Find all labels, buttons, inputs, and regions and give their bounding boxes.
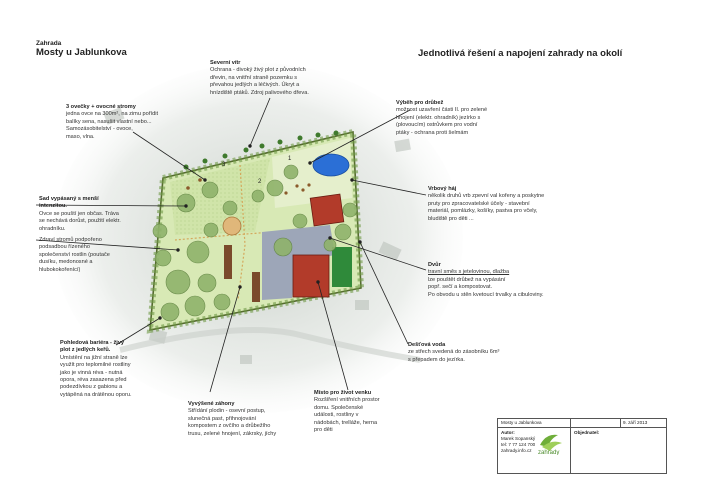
annotation-vybeh: Výběh pro drůbež možnost uzavření části … bbox=[396, 100, 488, 136]
garden-path bbox=[237, 164, 246, 301]
annotation-sad: Sad vypásaný s menší intenzitou. Ovce se… bbox=[39, 196, 121, 273]
road-surrounding bbox=[119, 327, 421, 363]
raised-bed bbox=[224, 245, 232, 279]
svg-text:1: 1 bbox=[288, 156, 292, 162]
tb-client-label: Objednatel: bbox=[574, 430, 600, 435]
tb-web: zahrady.info.cz bbox=[501, 448, 532, 453]
svg-text:zahrady: zahrady bbox=[538, 450, 559, 455]
zahrady-logo: zahrady bbox=[536, 431, 566, 456]
plan-number-labels: 1 2 3 bbox=[222, 156, 292, 185]
trees bbox=[152, 164, 358, 322]
barn-roof bbox=[309, 193, 345, 227]
annotation-vrbovy-haj: Vrbový háj několik druhů vrb zpevní val … bbox=[428, 186, 545, 222]
small-shrubs bbox=[183, 130, 339, 170]
annotation-ovcky: 3 ovečky + ovocné stromy jedna ovce na 3… bbox=[66, 104, 159, 140]
header-left: Zahrada Mosty u Jablunkova bbox=[36, 40, 127, 58]
header-subtitle: Zahrada bbox=[36, 40, 62, 47]
tb-date: 9. září 2013 bbox=[623, 420, 648, 425]
tb-author-name: Marek Sopanský bbox=[501, 436, 536, 441]
svg-text:2: 2 bbox=[258, 179, 262, 185]
animals bbox=[186, 178, 311, 195]
garden-path bbox=[174, 229, 301, 241]
raised-bed bbox=[252, 272, 260, 302]
annotation-severni-vitr: Severní vítr Ochrana - divoký živý plot … bbox=[210, 60, 309, 96]
header-title: Mosty u Jablunkova bbox=[36, 47, 127, 58]
svg-text:3: 3 bbox=[222, 162, 226, 168]
title-block: Mosty u Jablunkova 9. září 2013 Autor: M… bbox=[497, 418, 667, 474]
tb-author-label: Autor: bbox=[501, 430, 515, 435]
annotation-destova-voda: Dešťová voda ze střech svedená do zásobn… bbox=[408, 342, 500, 363]
header-right-title: Jednotlivá řešení a napojení zahrady na … bbox=[418, 48, 623, 59]
barn-green bbox=[332, 247, 352, 287]
annotation-misto-pro-zivot: Místo pro život venku Rozšíření vnitřníc… bbox=[314, 390, 380, 434]
sheep-pasture bbox=[170, 158, 270, 235]
tb-phone: tel: 7 77 124 700 bbox=[501, 442, 536, 447]
tb-project: Mosty u Jablunkova bbox=[501, 420, 542, 425]
house-roof bbox=[292, 254, 330, 298]
annotation-vyvysene-zahony: Vyvýšené záhony Střídání plodin - osevní… bbox=[188, 401, 277, 437]
pond bbox=[312, 153, 350, 177]
annotation-pohledova-bariera: Pohledová bariéra - živý plot z jedlých … bbox=[60, 340, 132, 398]
round-bed bbox=[222, 216, 242, 236]
annotation-leaders bbox=[35, 97, 427, 393]
annotation-dvur: Dvůr travní směs s jetelovinou, dlažba l… bbox=[428, 262, 544, 298]
